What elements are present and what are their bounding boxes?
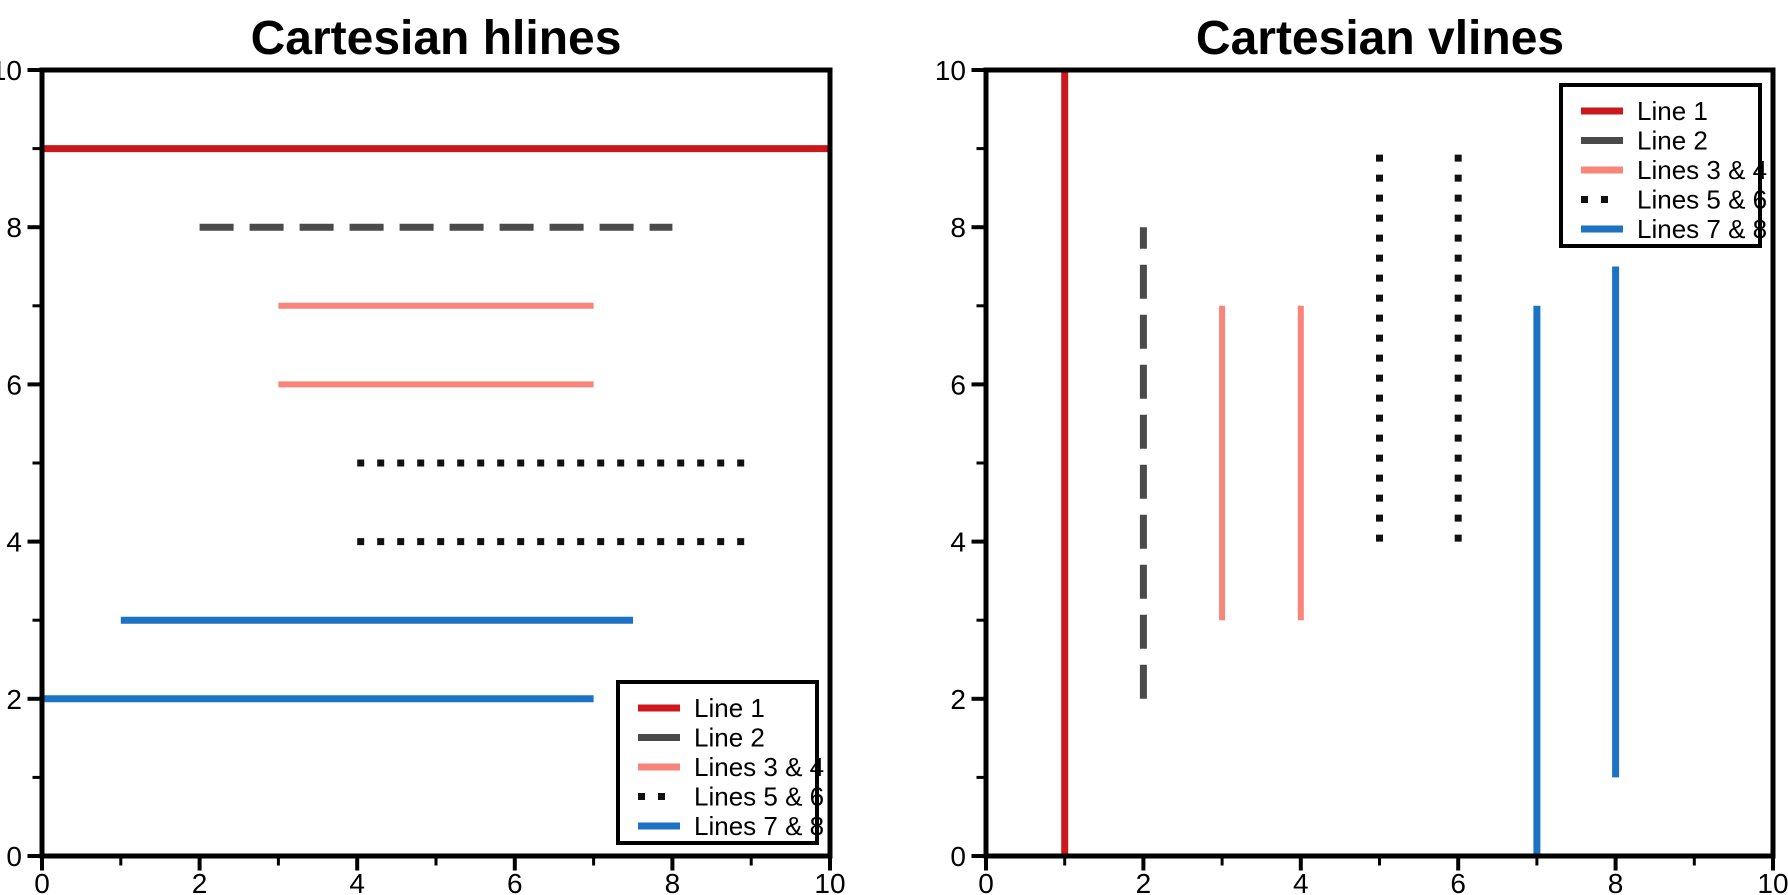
- y-tick-label: 0: [950, 841, 966, 872]
- legend-entry: Lines 3 & 4: [638, 752, 824, 782]
- legend-entry-label: Line 1: [1637, 96, 1708, 126]
- legend-entry-label: Lines 5 & 6: [1637, 185, 1767, 215]
- x-tick-label: 8: [1608, 868, 1624, 895]
- legend-entry: Line 2: [1581, 126, 1708, 156]
- legend-entry: Lines 3 & 4: [1581, 155, 1767, 185]
- legend-entry-label: Lines 7 & 8: [1637, 214, 1767, 244]
- y-tick-label: 8: [6, 212, 22, 243]
- legend-entry: Line 2: [638, 723, 765, 753]
- x-tick-label: 0: [34, 868, 50, 895]
- x-tick-label: 4: [1293, 868, 1309, 895]
- y-tick-label: 6: [6, 369, 22, 400]
- legend-entry: Line 1: [638, 693, 765, 723]
- y-tick-label: 8: [950, 212, 966, 243]
- y-tick-label: 10: [935, 55, 966, 86]
- y-tick-label: 4: [950, 527, 966, 558]
- legend-entry: Lines 7 & 8: [1581, 214, 1767, 244]
- y-tick-label: 6: [950, 369, 966, 400]
- legend-entry: Line 1: [1581, 96, 1708, 126]
- y-tick-label: 2: [6, 684, 22, 715]
- x-tick-label: 0: [978, 868, 994, 895]
- legend-entry: Lines 7 & 8: [638, 811, 824, 841]
- legend-entry-label: Lines 7 & 8: [694, 811, 824, 841]
- legend-entry-label: Line 1: [694, 693, 765, 723]
- legend-entry-label: Line 2: [1637, 126, 1708, 156]
- x-tick-label: 2: [1136, 868, 1152, 895]
- legend-entry: Lines 5 & 6: [1581, 185, 1767, 215]
- legend-entry-label: Line 2: [694, 723, 765, 753]
- axes-spines: [983, 67, 1776, 859]
- x-tick-label: 10: [1757, 868, 1788, 895]
- y-tick-label: 4: [6, 527, 22, 558]
- y-tick-label: 10: [0, 55, 22, 86]
- axes-spines: [39, 67, 833, 859]
- x-tick-label: 4: [349, 868, 365, 895]
- y-tick-label: 2: [950, 684, 966, 715]
- x-tick-label: 10: [814, 868, 845, 895]
- legend-entry-label: Lines 3 & 4: [1637, 155, 1767, 185]
- y-tick-label: 0: [6, 841, 22, 872]
- x-tick-label: 6: [1450, 868, 1466, 895]
- x-tick-label: 8: [665, 868, 681, 895]
- vlines-plot-title: Cartesian vlines: [1196, 12, 1564, 65]
- hlines-plot-title: Cartesian hlines: [251, 12, 622, 65]
- legend-entry-label: Lines 5 & 6: [694, 782, 824, 812]
- legend-entry: Lines 5 & 6: [638, 782, 824, 812]
- x-tick-label: 2: [192, 868, 208, 895]
- legend-entry-label: Lines 3 & 4: [694, 752, 824, 782]
- x-tick-label: 6: [507, 868, 523, 895]
